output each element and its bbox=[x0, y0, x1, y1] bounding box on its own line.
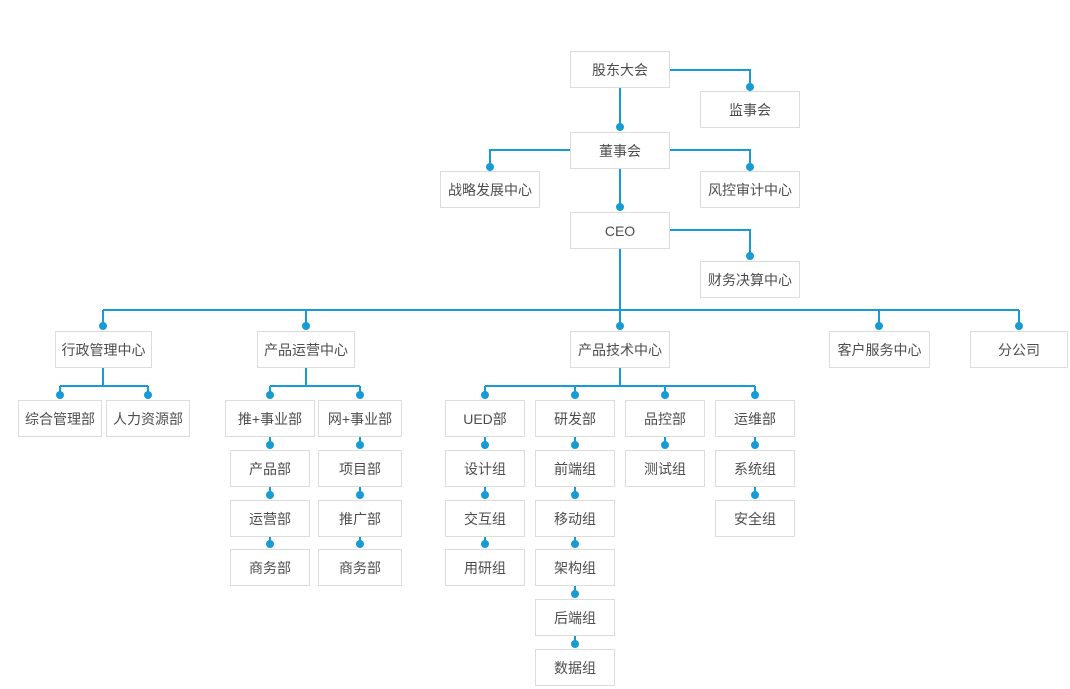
node-product-technology-center[interactable]: 产品技术中心 bbox=[570, 331, 670, 368]
edge-technology-split bbox=[484, 368, 756, 395]
node-quality-control-dept[interactable]: 品控部 bbox=[625, 400, 705, 437]
node-operations-dept[interactable]: 运营部 bbox=[230, 500, 310, 537]
node-wang-plus-business-dept[interactable]: 网+事业部 bbox=[318, 400, 402, 437]
node-human-resources-dept[interactable]: 人力资源部 bbox=[106, 400, 190, 437]
node-ops-maintenance-dept[interactable]: 运维部 bbox=[715, 400, 795, 437]
node-interaction-group[interactable]: 交互组 bbox=[445, 500, 525, 537]
node-testing-group[interactable]: 测试组 bbox=[625, 450, 705, 487]
node-customer-service-center[interactable]: 客户服务中心 bbox=[829, 331, 930, 368]
node-product-dept[interactable]: 产品部 bbox=[230, 450, 310, 487]
node-business-dept-1[interactable]: 商务部 bbox=[230, 549, 310, 586]
node-user-research-group[interactable]: 用研组 bbox=[445, 549, 525, 586]
node-promotion-dept[interactable]: 推广部 bbox=[318, 500, 402, 537]
node-security-group[interactable]: 安全组 bbox=[715, 500, 795, 537]
node-general-management-dept[interactable]: 综合管理部 bbox=[18, 400, 102, 437]
node-rd-dept[interactable]: 研发部 bbox=[535, 400, 615, 437]
node-business-dept-2[interactable]: 商务部 bbox=[318, 549, 402, 586]
node-project-dept[interactable]: 项目部 bbox=[318, 450, 402, 487]
node-board-of-directors[interactable]: 董事会 bbox=[570, 132, 670, 169]
node-administrative-management-center[interactable]: 行政管理中心 bbox=[55, 331, 152, 368]
node-design-group[interactable]: 设计组 bbox=[445, 450, 525, 487]
node-risk-control-audit-center[interactable]: 风控审计中心 bbox=[700, 171, 800, 208]
node-architecture-group[interactable]: 架构组 bbox=[535, 549, 615, 586]
node-product-operations-center[interactable]: 产品运营中心 bbox=[257, 331, 355, 368]
node-financial-accounting-center[interactable]: 财务决算中心 bbox=[700, 261, 800, 298]
node-ued-dept[interactable]: UED部 bbox=[445, 400, 525, 437]
node-branch-company[interactable]: 分公司 bbox=[970, 331, 1068, 368]
node-mobile-group[interactable]: 移动组 bbox=[535, 500, 615, 537]
node-strategic-development-center[interactable]: 战略发展中心 bbox=[440, 171, 540, 208]
node-shareholders-meeting[interactable]: 股东大会 bbox=[570, 51, 670, 88]
node-backend-group[interactable]: 后端组 bbox=[535, 599, 615, 636]
node-frontend-group[interactable]: 前端组 bbox=[535, 450, 615, 487]
node-supervisory-board[interactable]: 监事会 bbox=[700, 91, 800, 128]
edge-operations-split bbox=[269, 368, 361, 395]
edge-admin-split bbox=[59, 368, 149, 395]
node-data-group[interactable]: 数据组 bbox=[535, 649, 615, 686]
edge-main-bar bbox=[102, 309, 1020, 326]
node-ceo[interactable]: CEO bbox=[570, 212, 670, 249]
node-system-group[interactable]: 系统组 bbox=[715, 450, 795, 487]
node-tui-plus-business-dept[interactable]: 推+事业部 bbox=[225, 400, 315, 437]
